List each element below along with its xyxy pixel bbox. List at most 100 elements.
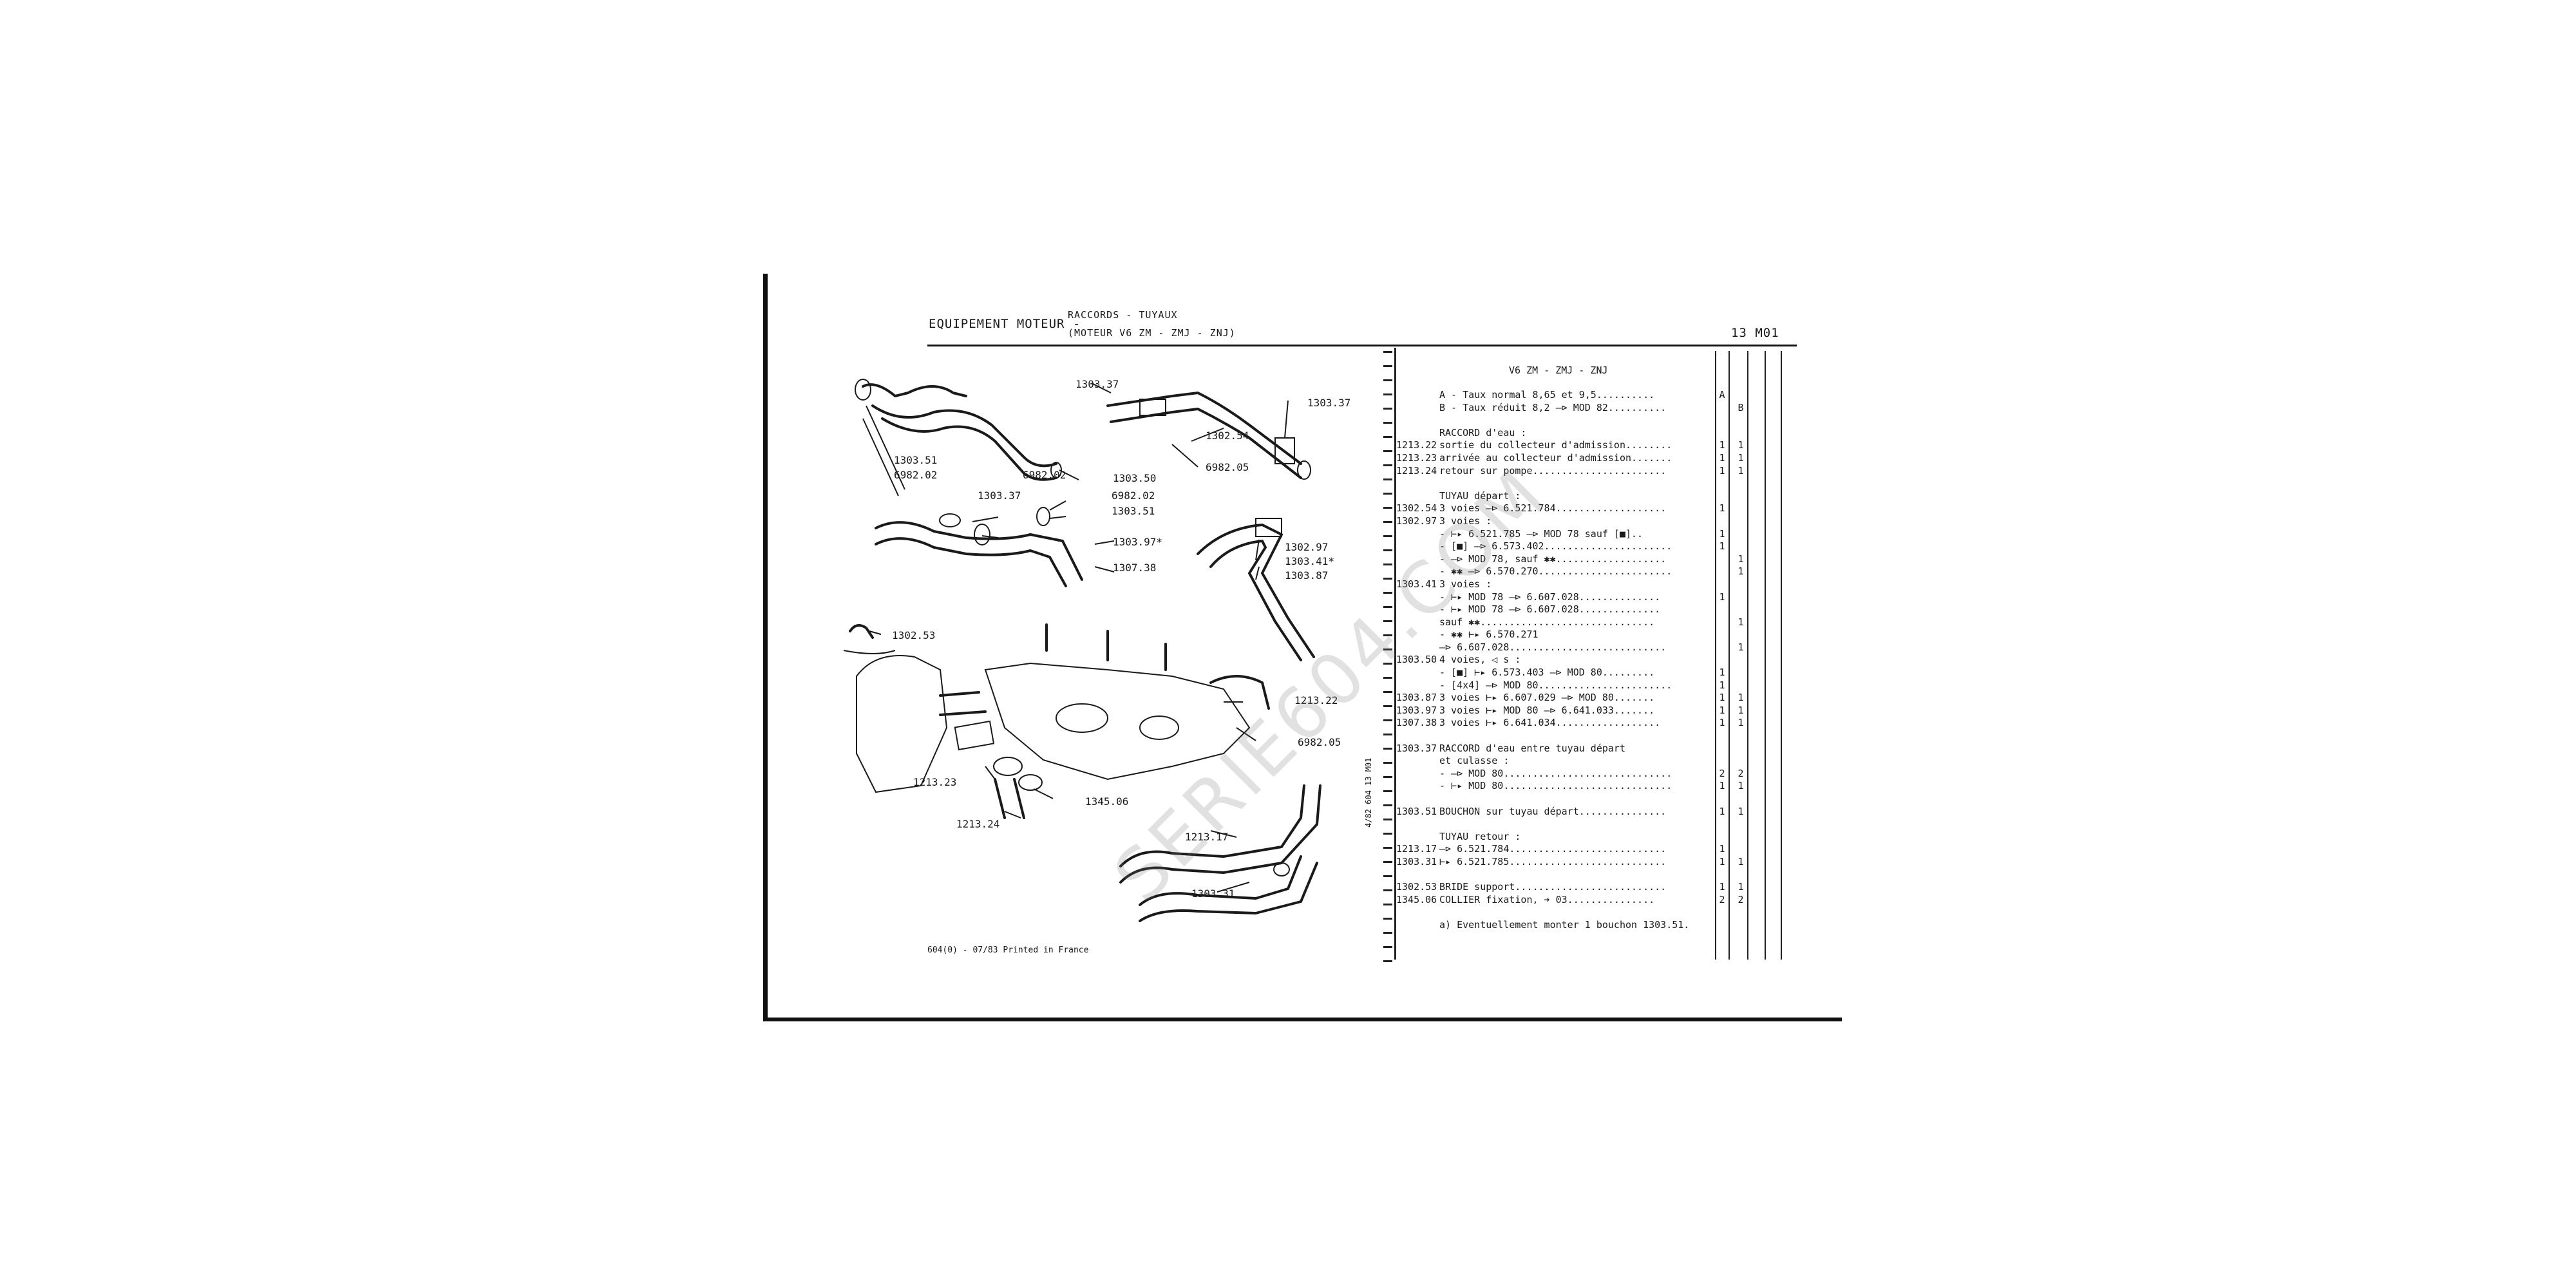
part-reference: 1302.53 [1396, 881, 1437, 893]
qty-column-b: 1 [1738, 855, 1744, 867]
qty-column-a: 1 [1719, 881, 1725, 893]
part-description: 3 voies : [1439, 578, 1492, 590]
pipe-1303-50 [855, 379, 1062, 481]
part-description: —⊳ 6.521.784........................... [1439, 843, 1667, 855]
callout-1303-51-b: 1303.51 [1112, 505, 1155, 517]
qty-column-a: 1 [1719, 439, 1725, 451]
part-reference: 1303.41 [1396, 578, 1437, 590]
qty-col-line-5 [1781, 351, 1782, 960]
pipe-1213-17 [1119, 784, 1321, 884]
part-description: RACCORD d'eau entre tuyau départ [1439, 742, 1625, 754]
part-reference: 1303.31 [1396, 855, 1437, 867]
part-description: - —⊳ MOD 78, sauf ✱✱................... [1439, 553, 1667, 565]
pipe-1302-97 [1197, 518, 1315, 661]
part-description: —⊳ 6.607.028........................... [1439, 641, 1667, 653]
table-row: - ⊢▸ 6.521.785 —⊳ MOD 78 sauf [■]..1 [1396, 528, 1731, 541]
qty-column-a: A [1719, 389, 1725, 401]
pipe-1303-31 [1139, 855, 1318, 922]
part-description: - [4x4] —⊳ MOD 80....................... [1439, 679, 1672, 691]
header-rule [927, 345, 1797, 346]
table-row: - ⊢▸ MOD 80.............................… [1396, 780, 1744, 793]
qty-column-a: 1 [1719, 679, 1725, 691]
section-title: EQUIPEMENT MOTEUR - [929, 317, 1081, 331]
table-row [1396, 869, 1731, 882]
qty-column-b: 1 [1738, 641, 1744, 653]
part-description: 4 voies, ◁ s : [1439, 654, 1521, 666]
leader-lines [862, 383, 1289, 893]
qty-column-a: 1 [1719, 464, 1725, 477]
part-description: - ✱✱ —⊳ 6.570.270....................... [1439, 565, 1672, 578]
intake-manifold [856, 623, 1270, 793]
pipe-1303-97 [875, 507, 1083, 587]
qty-column-a: 2 [1719, 767, 1725, 779]
callout-1345-06: 1345.06 [1085, 795, 1129, 808]
part-reference: 1302.97 [1396, 515, 1437, 527]
table-row: - ✱✱ ⊢▸ 6.570.271 [1396, 629, 1731, 641]
callout-1303-41: 1303.41* [1285, 555, 1335, 567]
callout-1213-23: 1213.23 [913, 776, 957, 788]
qty-column-b: 1 [1738, 692, 1744, 704]
part-description: arrivée au collecteur d'admission....... [1439, 451, 1672, 464]
part-description: BOUCHON sur tuyau départ............... [1439, 805, 1667, 817]
qty-column-b: 1 [1738, 704, 1744, 716]
qty-column-a: 1 [1719, 692, 1725, 704]
qty-column-a: 2 [1719, 893, 1725, 905]
part-description: COLLIER fixation, ➔ 03............... [1439, 893, 1655, 905]
callout-1303-87: 1303.87 [1285, 569, 1329, 582]
part-reference: 1303.97 [1396, 704, 1437, 716]
table-row: - [■] —⊳ 6.573.402......................… [1396, 540, 1731, 553]
table-row [1396, 414, 1731, 427]
page-code: 13 M01 [1731, 326, 1779, 340]
qty-column-a: 1 [1719, 591, 1725, 603]
sheet-bottom-border [763, 1018, 1842, 1021]
table-row: - —⊳ MOD 78, sauf ✱✱...................1 [1396, 553, 1744, 566]
table-heading: V6 ZM - ZMJ - ZNJ [1509, 365, 1608, 376]
part-description: 3 voies ⊢▸ MOD 80 —⊳ 6.641.033....... [1439, 704, 1655, 716]
part-description: - ⊢▸ MOD 78 —⊳ 6.607.028.............. [1439, 603, 1661, 616]
part-description: - —⊳ MOD 80............................. [1439, 767, 1672, 779]
qty-column-a: 1 [1719, 805, 1725, 817]
qty-column-a: 1 [1719, 527, 1725, 540]
table-left-rule [1394, 348, 1396, 960]
part-description: RACCORD d'eau : [1439, 426, 1527, 439]
qty-column-b: 1 [1738, 616, 1744, 628]
callout-1303-37-b: 1303.37 [1307, 397, 1351, 409]
subtitle-line2: (MOTEUR V6 ZM - ZMJ - ZNJ) [1068, 327, 1236, 339]
part-description: - ✱✱ ⊢▸ 6.570.271 [1439, 629, 1539, 641]
callout-1302-54: 1302.54 [1206, 430, 1249, 442]
callout-1213-17: 1213.17 [1185, 831, 1229, 843]
table-row: 1303.31⊢▸ 6.521.785.....................… [1396, 855, 1744, 869]
part-description: ⊢▸ 6.521.785........................... [1439, 855, 1667, 867]
qty-column-a: 1 [1719, 843, 1725, 855]
part-description: BRIDE support.......................... [1439, 881, 1667, 893]
table-row: B - Taux réduit 8,2 —⊳ MOD 82..........B [1396, 402, 1744, 415]
table-row [1396, 477, 1731, 490]
part-description: - [■] —⊳ 6.573.402...................... [1439, 540, 1672, 553]
qty-column-a: 1 [1719, 540, 1725, 553]
part-reference: 1302.54 [1396, 502, 1437, 515]
part-description: TUYAU retour : [1439, 830, 1521, 842]
part-reference: 1345.06 [1396, 893, 1437, 905]
qty-column-b: 1 [1738, 451, 1744, 464]
part-reference: 1213.23 [1396, 451, 1437, 464]
qty-column-b: 1 [1738, 881, 1744, 893]
part-description: - [■] ⊢▸ 6.573.403 —⊳ MOD 80......... [1439, 667, 1655, 679]
table-row: sauf ✱✱..............................1 [1396, 616, 1744, 629]
callout-1303-37-a: 1303.37 [1075, 378, 1119, 390]
callout-6982-02-c: 6982.02 [1112, 489, 1155, 502]
table-row [1396, 730, 1731, 743]
table-row: - ⊢▸ MOD 78 —⊳ 6.607.028.............. [1396, 603, 1731, 616]
table-row: - [■] ⊢▸ 6.573.403 —⊳ MOD 80.........1 [1396, 667, 1731, 679]
callout-6982-02-a: 6982.02 [894, 469, 938, 481]
qty-column-b: 1 [1738, 439, 1744, 451]
qty-col-line-1 [1715, 351, 1716, 960]
part-description: et culasse : [1439, 755, 1510, 767]
part-reference: 1303.37 [1396, 742, 1437, 754]
